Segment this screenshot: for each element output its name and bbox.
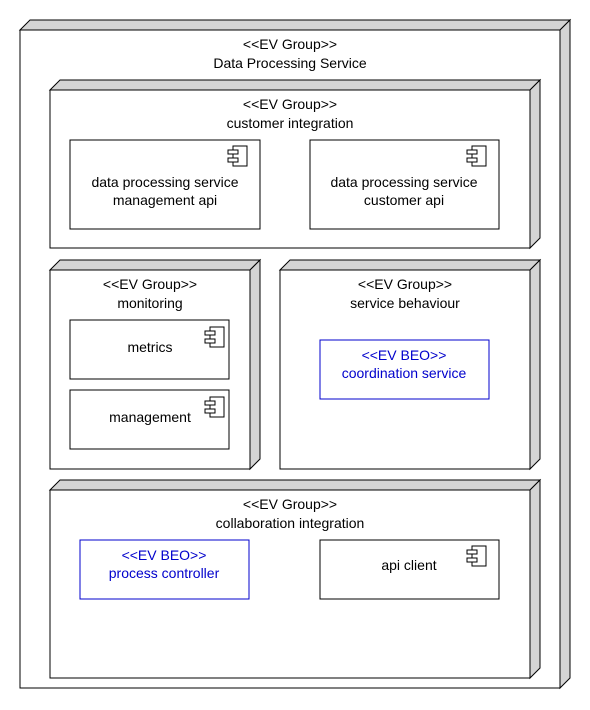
component-icon — [227, 145, 248, 167]
component-icon — [466, 145, 487, 167]
component-icon — [204, 326, 225, 348]
component-label: data processing service — [330, 174, 477, 190]
outer-stereotype: <<EV Group>> — [243, 36, 337, 52]
customer-integration-name: customer integration — [227, 115, 354, 131]
beo-name: process controller — [109, 565, 220, 581]
collaboration-integration-name: collaboration integration — [216, 515, 365, 531]
customer-integration-stereotype: <<EV Group>> — [243, 96, 337, 112]
monitoring-name: monitoring — [117, 295, 182, 311]
component-metrics[interactable]: metrics — [69, 319, 230, 380]
component-customer-api[interactable]: data processing service customer api — [309, 139, 500, 230]
component-management[interactable]: management — [69, 389, 230, 450]
component-label: management api — [113, 192, 217, 208]
node-customer-integration[interactable]: <<EV Group>> customer integration data p… — [48, 78, 542, 250]
monitoring-stereotype: <<EV Group>> — [103, 276, 197, 292]
service-behaviour-stereotype: <<EV Group>> — [358, 276, 452, 292]
service-behaviour-name: service behaviour — [350, 295, 460, 311]
component-label: management — [109, 409, 191, 425]
outer-name: Data Processing Service — [213, 55, 367, 71]
component-label: api client — [381, 557, 436, 573]
component-label: data processing service — [91, 174, 238, 190]
node-collaboration-integration[interactable]: <<EV Group>> collaboration integration <… — [48, 478, 542, 680]
component-icon — [204, 396, 225, 418]
component-api-client[interactable]: api client — [319, 539, 500, 600]
component-label: customer api — [364, 192, 444, 208]
node-monitoring[interactable]: <<EV Group>> monitoring metrics manageme… — [48, 258, 262, 471]
component-icon — [466, 545, 487, 567]
beo-process-controller[interactable]: <<EV BEO>> process controller — [79, 539, 250, 600]
beo-name: coordination service — [342, 365, 467, 381]
beo-stereotype: <<EV BEO>> — [362, 347, 447, 363]
beo-stereotype: <<EV BEO>> — [122, 547, 207, 563]
component-management-api[interactable]: data processing service management api — [69, 139, 261, 230]
collaboration-integration-stereotype: <<EV Group>> — [243, 496, 337, 512]
node-service-behaviour[interactable]: <<EV Group>> service behaviour <<EV BEO>… — [278, 258, 542, 471]
component-label: metrics — [127, 339, 172, 355]
beo-coordination-service[interactable]: <<EV BEO>> coordination service — [319, 339, 490, 400]
